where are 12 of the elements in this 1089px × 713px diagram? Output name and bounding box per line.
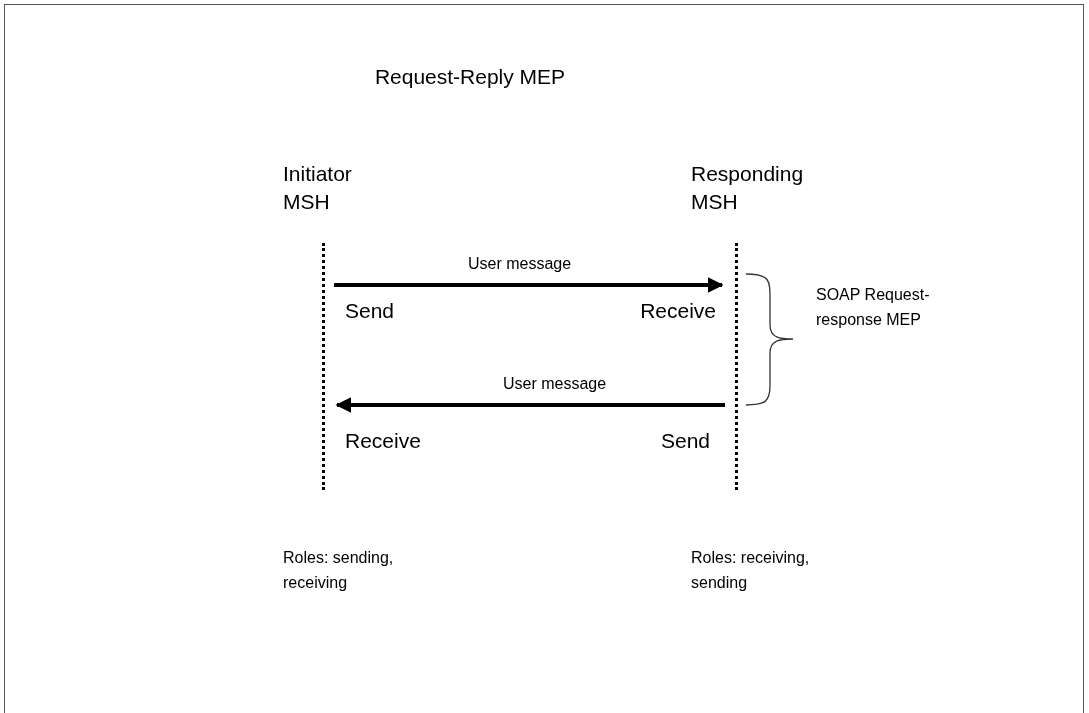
text-label: Receive xyxy=(639,298,716,323)
diagram-title: Request-Reply MEP xyxy=(373,64,567,90)
text-label: SOAP Request-response MEP xyxy=(816,285,931,330)
arrow xyxy=(335,397,725,413)
text-label: Send xyxy=(345,298,396,323)
text-label: Receive xyxy=(345,428,422,453)
lifeline-title: Initiator MSH xyxy=(283,161,353,215)
text-label: Roles: sending, receiving xyxy=(283,548,395,593)
text-label: Roles: receiving, sending xyxy=(691,548,811,593)
arrow xyxy=(334,277,724,293)
text-label: Send xyxy=(659,428,710,453)
lifeline-title: Responding MSH xyxy=(691,161,805,215)
